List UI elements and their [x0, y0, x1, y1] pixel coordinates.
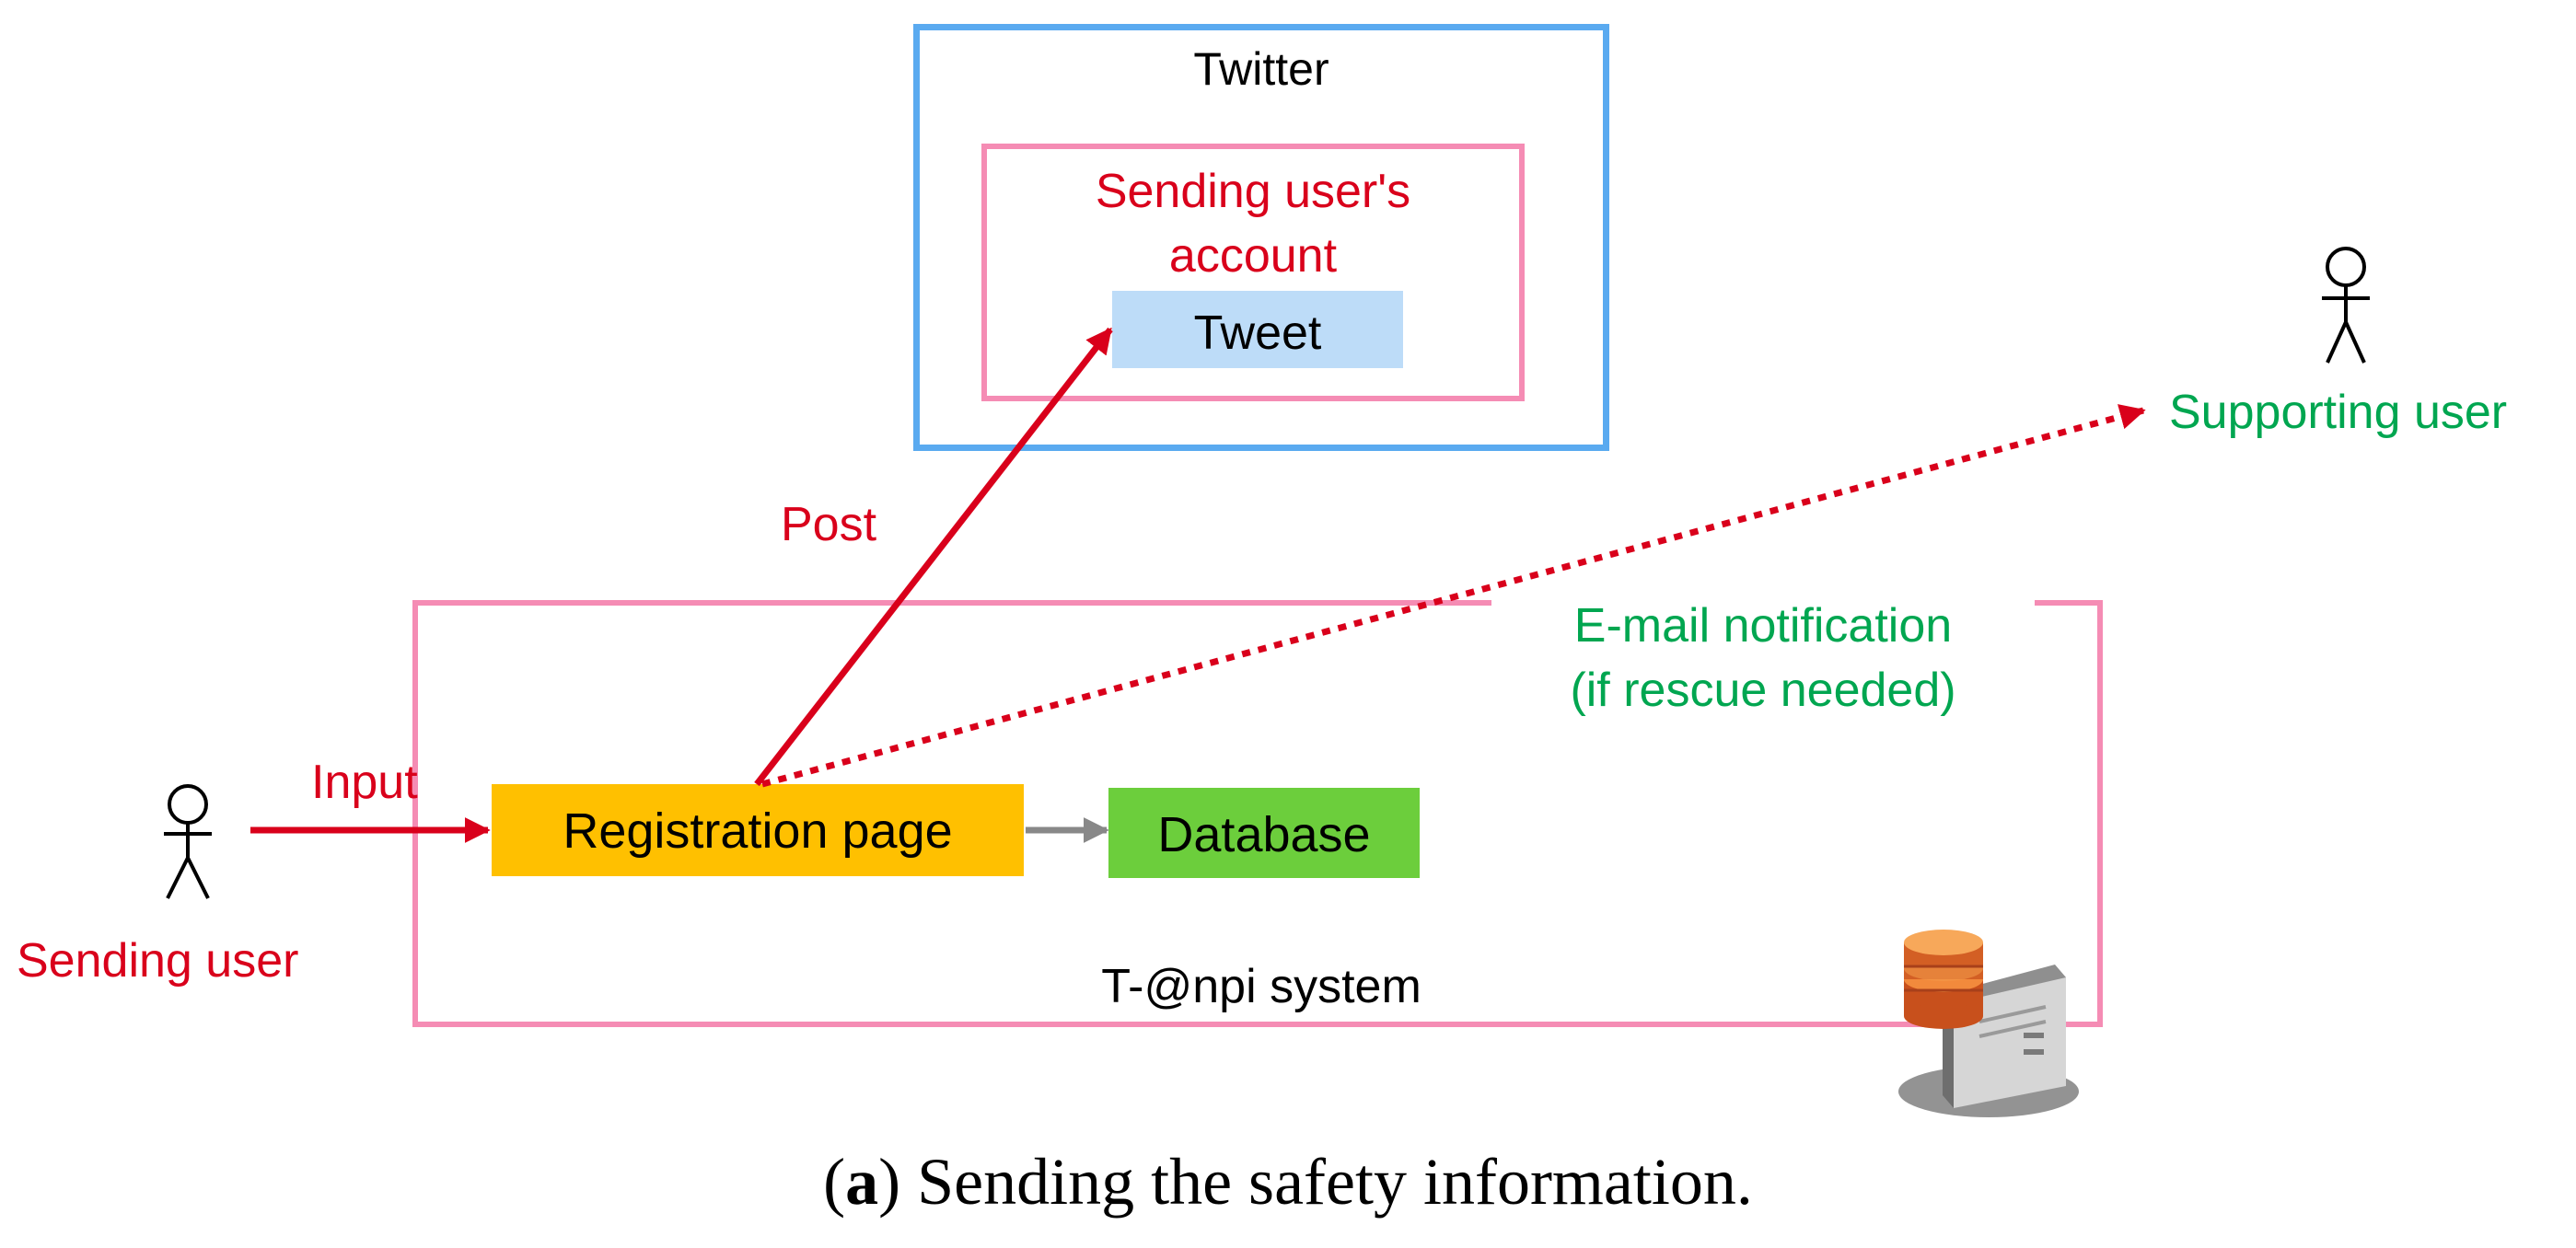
email-notification-label-line1: E-mail notification — [1573, 599, 1953, 653]
post-arrow — [754, 327, 1113, 787]
system-border-gap — [1491, 596, 2035, 609]
registration-page-box — [492, 784, 1024, 876]
figure-caption: (a) Sending the safety information. — [823, 1145, 1753, 1219]
registration-page-label: Registration page — [563, 803, 953, 859]
system-title: T-@npi system — [1101, 960, 1421, 1013]
system-box — [412, 600, 2103, 1027]
account-label-line1: Sending user's — [1095, 165, 1411, 218]
post-label: Post — [781, 498, 877, 551]
tweet-label: Tweet — [1193, 306, 1322, 360]
caption-letter: a — [845, 1145, 879, 1219]
email-notification-label-line2: (if rescue needed) — [1570, 664, 1956, 717]
input-label: Input — [311, 756, 418, 809]
account-box — [981, 144, 1525, 401]
email-notification-arrow — [761, 404, 2146, 788]
twitter-title: Twitter — [1193, 43, 1329, 95]
caption-text: Sending the safety information. — [917, 1145, 1753, 1219]
supporting-user-icon — [2322, 247, 2370, 364]
database-server-icon — [1898, 930, 2079, 1117]
sending-user-label: Sending user — [17, 934, 299, 988]
database-label: Database — [1157, 807, 1371, 862]
account-label-line2: account — [1168, 229, 1338, 283]
supporting-user-label: Supporting user — [2169, 386, 2508, 439]
tweet-box — [1112, 291, 1403, 368]
sending-user-icon — [164, 784, 212, 899]
database-box — [1108, 788, 1420, 878]
twitter-box — [913, 24, 1609, 451]
